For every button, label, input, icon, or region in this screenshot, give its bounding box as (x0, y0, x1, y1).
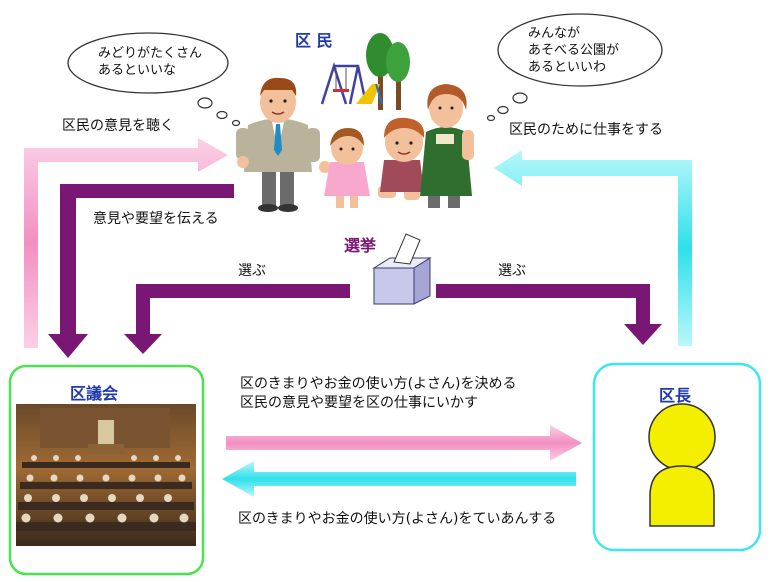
mayor-to-council-arrow (222, 461, 576, 497)
choose-arrow-right (436, 284, 662, 345)
council-role-2: 区民の意見や要望を区の仕事にいかす (240, 395, 478, 411)
choose-arrow-left (124, 284, 350, 354)
election-label: 選挙 (344, 236, 377, 255)
council-label: 区議会 (70, 384, 119, 403)
convey-arrow (48, 184, 234, 358)
council-role-1: 区のきまりやお金の使い方(よさん)を決める (240, 376, 517, 392)
mayor-label: 区長 (659, 386, 692, 405)
work-label: 区民のために仕事をする (509, 122, 663, 138)
thought-text-left: みどりがたくさん あるといいな (98, 46, 203, 78)
choose-label-right: 選ぶ (498, 263, 526, 279)
residents-illustration (236, 77, 474, 212)
listen-label: 区民の意見を聴く (62, 118, 174, 134)
choose-label-left: 選ぶ (238, 263, 266, 279)
mayor-proposes-label: 区のきまりやお金の使い方(よさん)をていあんする (238, 511, 557, 527)
ballot-box-icon (372, 233, 432, 305)
convey-label: 意見や要望を伝える (93, 211, 219, 227)
thought-bubble-left (67, 32, 241, 127)
thought-text-right: みんなが あそべる公園が あるといいわ (528, 26, 620, 75)
listen-arrow (24, 138, 228, 348)
residents-label: 区 民 (295, 31, 333, 50)
work-arrow (494, 150, 692, 346)
mayor-person-icon (648, 403, 716, 527)
park-illustration (320, 33, 410, 110)
thought-bubble-right (486, 13, 663, 122)
council-chamber-photo (16, 404, 196, 546)
council-to-mayor-arrow (226, 425, 582, 461)
